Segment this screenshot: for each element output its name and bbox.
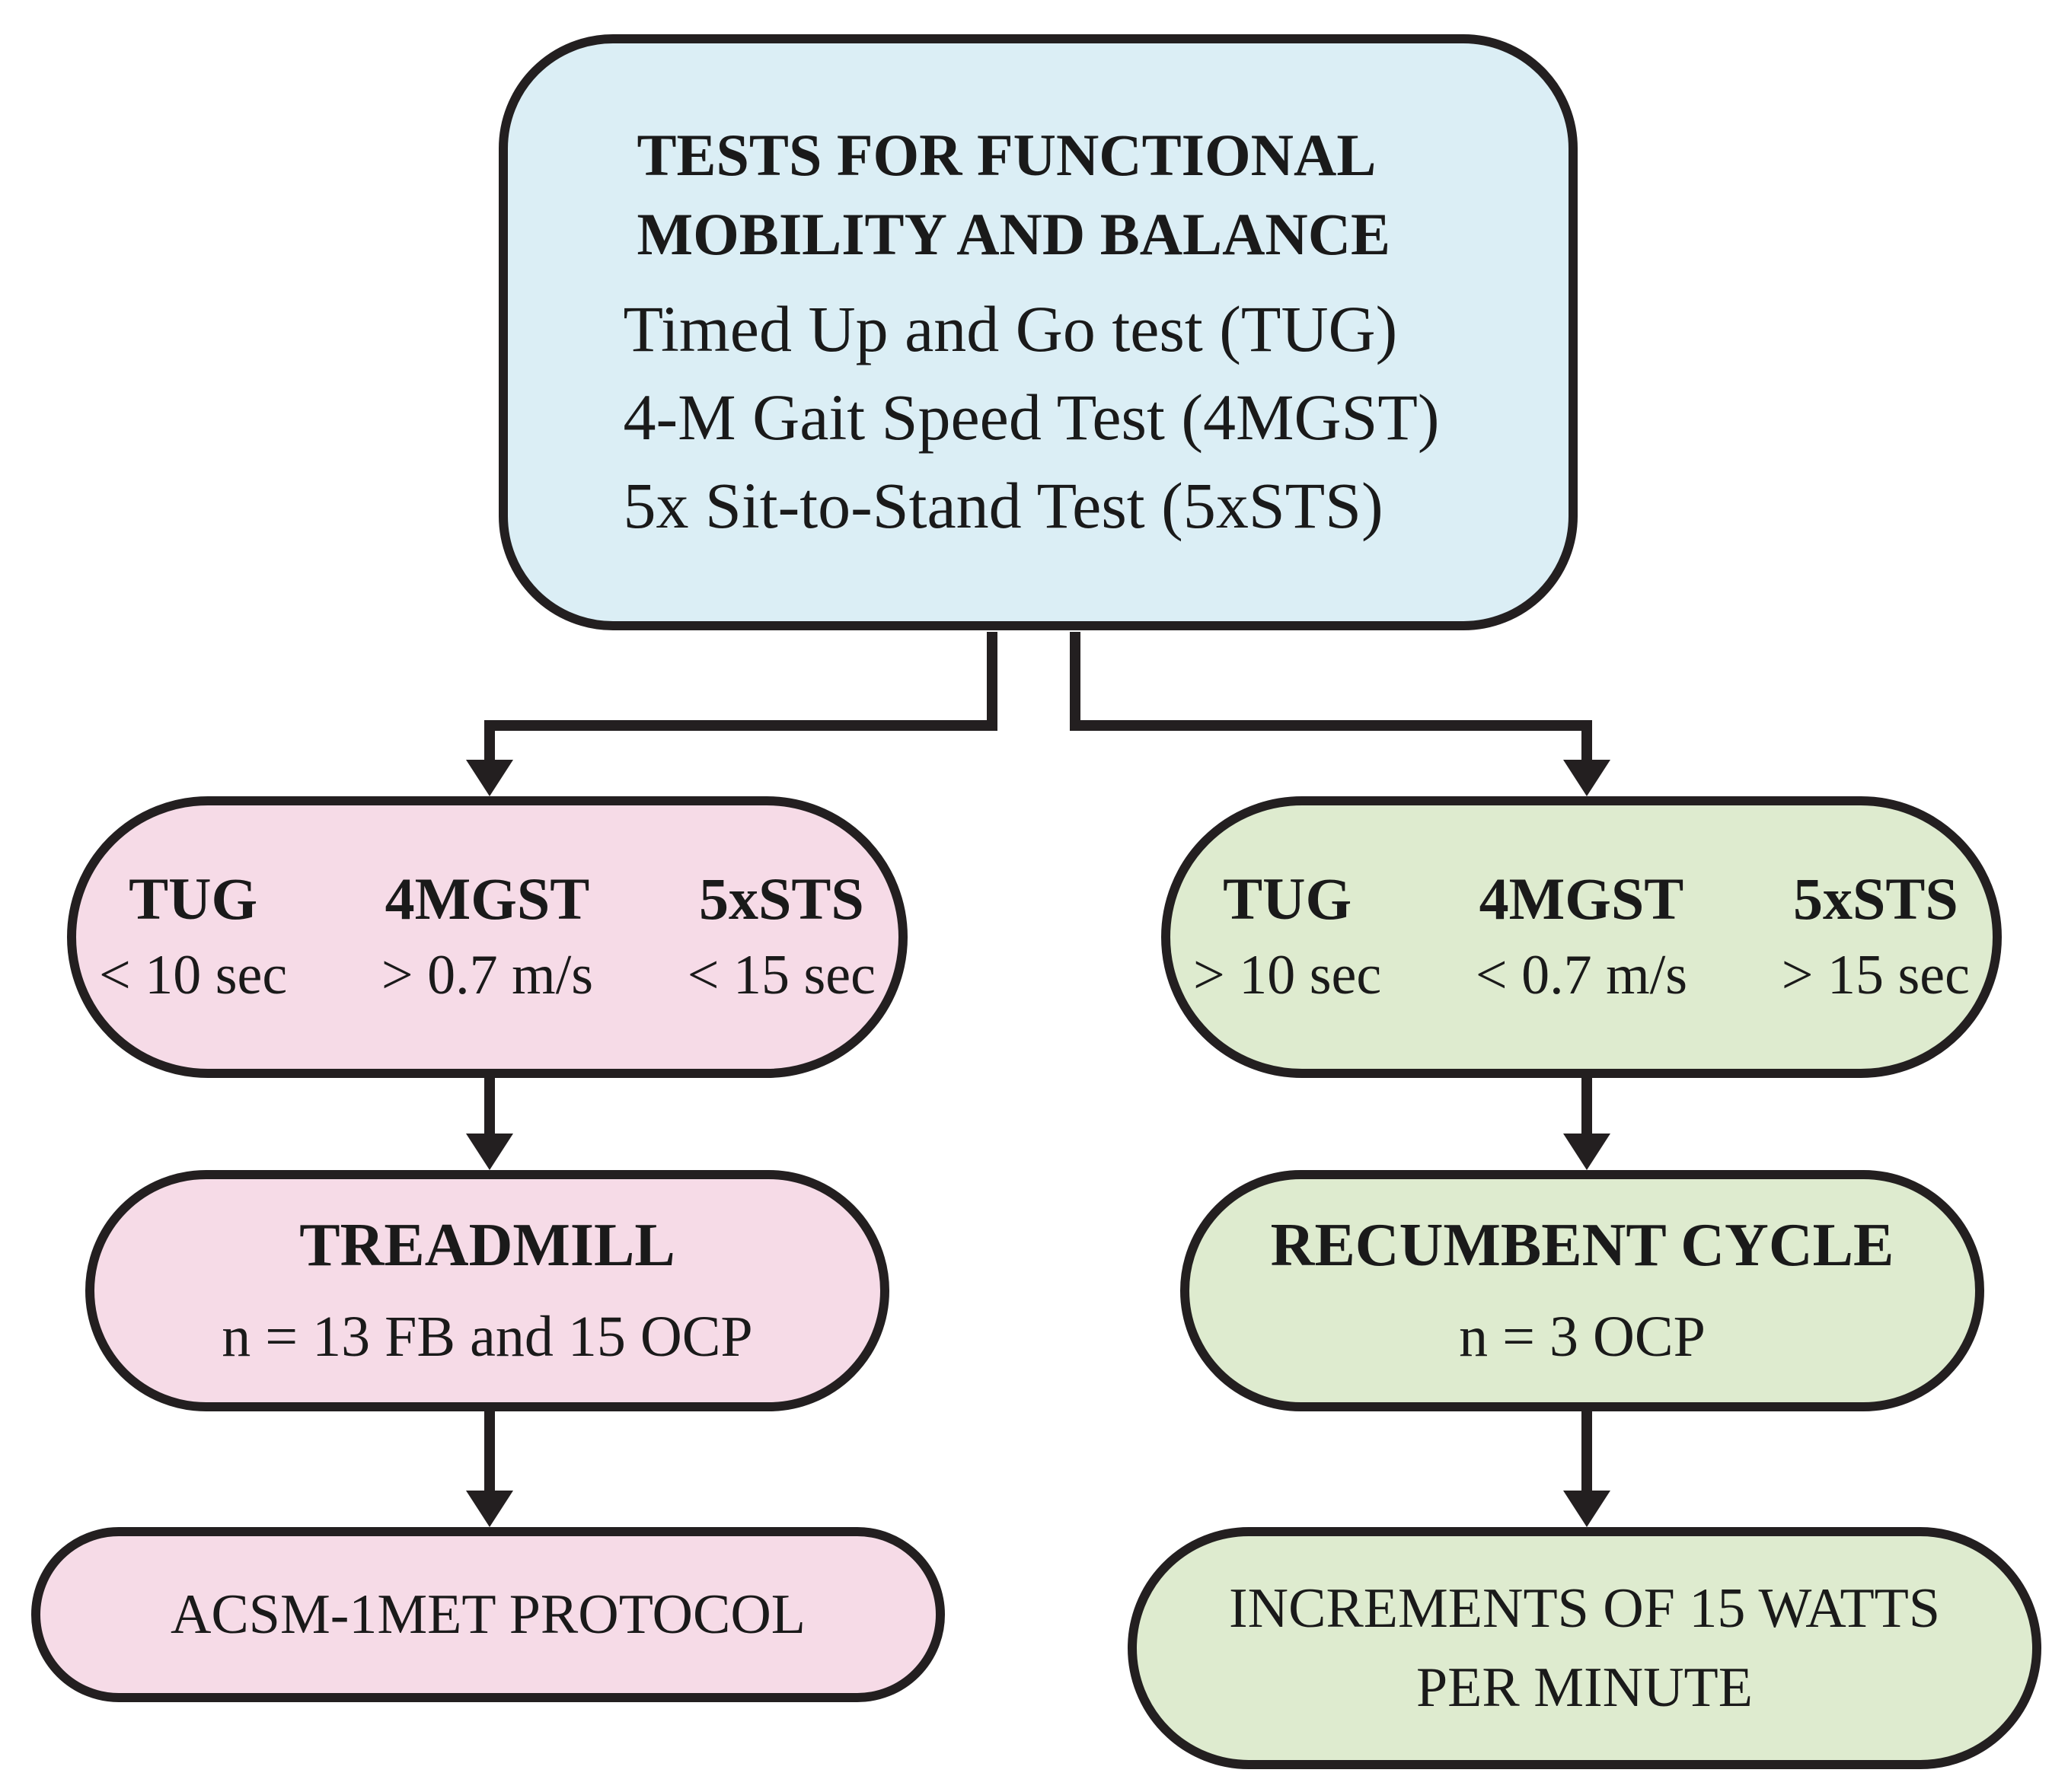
criterion-value: < 15 sec <box>687 944 876 1006</box>
protocol-line: ACSM-1MET PROTOCOL <box>170 1583 806 1646</box>
right-criterion-tug: TUG > 10 sec <box>1193 861 1381 1013</box>
criterion-name: 5xSTS <box>698 866 864 932</box>
right-criteria-box: TUG > 10 sec 4MGST < 0.7 m/s 5xSTS > 15 … <box>1161 796 2002 1078</box>
tests-heading: TESTS FOR FUNCTIONAL MOBILITY AND BALANC… <box>624 116 1454 274</box>
recumbent-cycle-box: RECUMBENT CYCLE n = 3 OCP <box>1180 1170 1984 1411</box>
mode-title: TREADMILL <box>299 1211 675 1279</box>
arrowhead-right-2 <box>1563 1134 1610 1170</box>
left-protocol-box: ACSM-1MET PROTOCOL <box>31 1527 945 1702</box>
test-item-tug: Timed Up and Go test (TUG) <box>623 292 1398 365</box>
left-criteria-box: TUG < 10 sec 4MGST > 0.7 m/s 5xSTS < 15 … <box>67 796 908 1078</box>
criterion-value: < 0.7 m/s <box>1475 944 1688 1006</box>
arrowhead-left-3 <box>466 1491 513 1527</box>
tests-heading-line1: TESTS FOR FUNCTIONAL <box>637 121 1377 188</box>
tests-list: Timed Up and Go test (TUG) 4-M Gait Spee… <box>624 285 1454 550</box>
mode-sample-size: n = 13 FB and 15 OCP <box>222 1304 753 1369</box>
criterion-name: 4MGST <box>385 866 590 932</box>
left-criteria-row: TUG < 10 sec 4MGST > 0.7 m/s 5xSTS < 15 … <box>99 861 876 1013</box>
arrowhead-right-3 <box>1563 1491 1610 1527</box>
left-criterion-tug: TUG < 10 sec <box>99 861 287 1013</box>
right-protocol-box: INCREMENTS OF 15 WATTS PER MINUTE <box>1128 1527 2041 1769</box>
left-criterion-5xsts: 5xSTS < 15 sec <box>688 861 876 1013</box>
treadmill-box: TREADMILL n = 13 FB and 15 OCP <box>85 1170 889 1411</box>
tests-box: TESTS FOR FUNCTIONAL MOBILITY AND BALANC… <box>499 34 1578 630</box>
right-criterion-5xsts: 5xSTS > 15 sec <box>1782 861 1970 1013</box>
criterion-value: > 15 sec <box>1781 944 1970 1006</box>
criterion-value: < 10 sec <box>99 944 288 1006</box>
right-criteria-row: TUG > 10 sec 4MGST < 0.7 m/s 5xSTS > 15 … <box>1193 861 1970 1013</box>
arrowhead-right-1 <box>1563 760 1610 796</box>
arrowhead-left-1 <box>466 760 513 796</box>
criterion-value: > 0.7 m/s <box>381 944 594 1006</box>
right-criterion-4mgst: 4MGST < 0.7 m/s <box>1476 861 1687 1013</box>
mode-title: RECUMBENT CYCLE <box>1270 1211 1894 1279</box>
criterion-name: TUG <box>129 866 258 932</box>
protocol-line: INCREMENTS OF 15 WATTS <box>1229 1577 1940 1640</box>
tests-heading-line2: MOBILITY AND BALANCE <box>637 200 1391 267</box>
mode-sample-size: n = 3 OCP <box>1459 1304 1706 1369</box>
criterion-name: 4MGST <box>1479 866 1684 932</box>
left-criterion-4mgst: 4MGST > 0.7 m/s <box>381 861 593 1013</box>
protocol-line: PER MINUTE <box>1416 1656 1753 1719</box>
criterion-name: 5xSTS <box>1792 866 1958 932</box>
criterion-name: TUG <box>1223 866 1352 932</box>
arrowhead-left-2 <box>466 1134 513 1170</box>
connector-top-to-left <box>484 632 997 769</box>
test-item-5xsts: 5x Sit-to-Stand Test (5xSTS) <box>623 468 1383 542</box>
connector-top-to-right <box>1070 632 1592 769</box>
test-item-4mgst: 4-M Gait Speed Test (4MGST) <box>623 380 1440 454</box>
criterion-value: > 10 sec <box>1193 944 1382 1006</box>
